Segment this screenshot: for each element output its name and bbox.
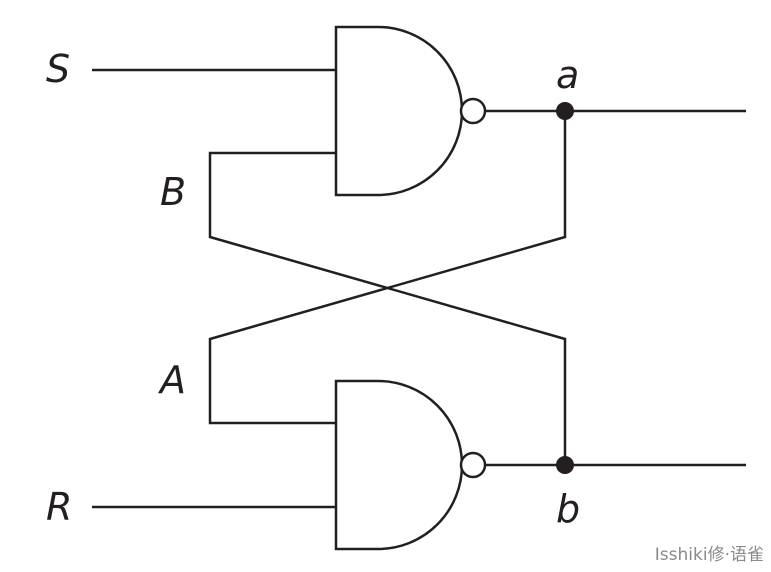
upper-nand-gate: [334, 25, 487, 197]
label-b: b: [556, 487, 580, 531]
watermark-text: Isshiki修·语雀: [655, 545, 764, 565]
label-s: S: [46, 47, 70, 91]
feedback-wire-a-to-lower: [208, 111, 567, 425]
label-a: a: [556, 53, 579, 97]
junction-b: [556, 456, 574, 474]
lower-nand-body: [334, 379, 464, 551]
upper-nand-inverter-bubble: [459, 97, 487, 125]
label-upper-feedback: B: [160, 170, 186, 214]
feedback-wire-b-to-upper: [208, 151, 567, 465]
lower-nand-inverter-bubble: [459, 451, 487, 479]
upper-nand-body: [334, 25, 464, 197]
label-r: R: [46, 485, 72, 529]
lower-nand-gate: [334, 379, 487, 551]
junction-a: [556, 102, 574, 120]
label-lower-feedback: A: [157, 358, 186, 402]
